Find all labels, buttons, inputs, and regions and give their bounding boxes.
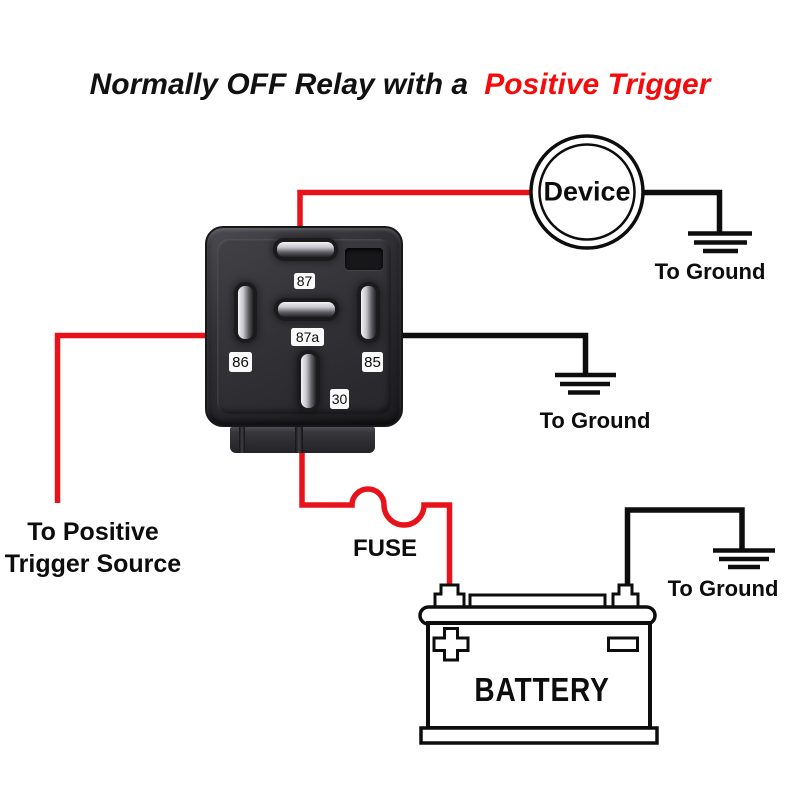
battery-plus-icon <box>432 627 470 662</box>
relay-pin-label-87a: 87a <box>291 328 324 346</box>
title-red-part: Positive Trigger <box>484 68 711 101</box>
relay-flange-notch <box>239 427 245 453</box>
battery-minus-icon <box>607 636 639 652</box>
relay: 87 87a 86 85 30 <box>205 226 403 427</box>
title-black-part: Normally OFF Relay with a <box>89 68 469 101</box>
relay-pin-label-30: 30 <box>330 389 349 409</box>
page-title: Normally OFF Relay with a Positive Trigg… <box>0 68 800 102</box>
wire-device-to-ground <box>643 189 723 235</box>
wire-86-to-trigger-source <box>54 332 210 503</box>
battery-drawing <box>418 583 659 745</box>
trigger-source-line2: Trigger Source <box>4 550 182 578</box>
relay-terminal-86 <box>238 286 253 339</box>
relay-terminal-87a <box>278 302 335 317</box>
battery-label: BATTERY <box>474 671 610 708</box>
battery-negative-terminal <box>611 583 640 608</box>
ground-label-85: To Ground <box>539 408 651 433</box>
relay-indicator-window <box>345 248 383 270</box>
relay-mount-flange <box>230 427 375 453</box>
relay-pin-label-85: 85 <box>362 352 383 372</box>
wire-87-to-device <box>297 189 531 232</box>
relay-pin-label-87: 87 <box>294 273 315 289</box>
relay-terminal-87 <box>277 242 334 257</box>
ground-label-battery: To Ground <box>667 576 779 601</box>
ground-icon-device <box>688 231 752 254</box>
trigger-source-label: To Positive Trigger Source <box>5 516 181 580</box>
relay-terminal-85 <box>361 286 376 339</box>
device-circle <box>529 134 645 250</box>
battery-base <box>419 726 659 745</box>
battery-positive-terminal <box>433 583 466 608</box>
wire-30-fuse-battery <box>299 448 453 586</box>
relay-terminal-30 <box>301 354 316 408</box>
relay-pin-label-86: 86 <box>229 352 252 372</box>
wire-85-to-ground <box>400 332 589 374</box>
trigger-source-line1: To Positive <box>27 518 159 546</box>
ground-label-device: To Ground <box>654 259 766 284</box>
wire-battery-negative-to-ground <box>624 507 745 586</box>
device-label: Device <box>543 176 631 207</box>
ground-icon-battery <box>713 548 775 570</box>
relay-flange-notch <box>295 427 303 453</box>
fuse-label: FUSE <box>352 535 418 562</box>
ground-icon-85 <box>555 372 616 395</box>
